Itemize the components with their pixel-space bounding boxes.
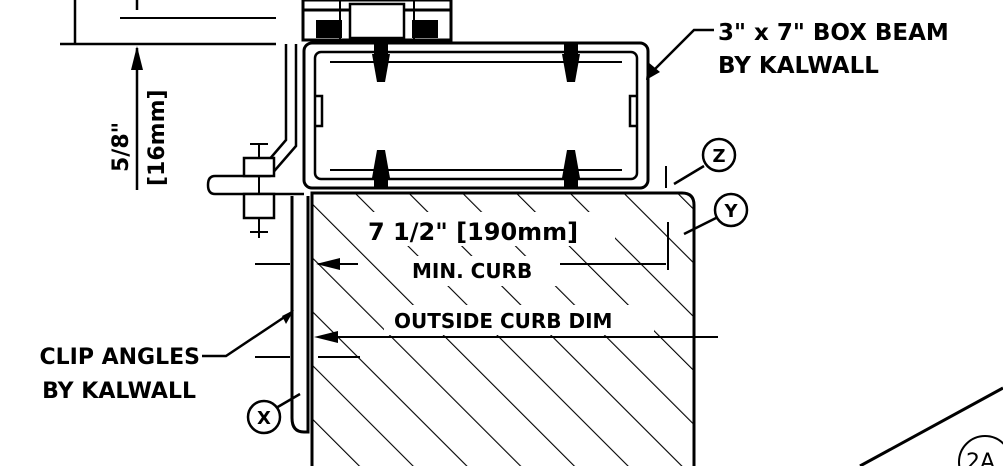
callout-2a: 2A (966, 450, 995, 466)
min-curb-dimension (255, 258, 666, 270)
dim-vertical-metric-label: [16mm] (145, 89, 170, 186)
bolt-assembly (242, 143, 276, 238)
clip-angle (290, 196, 310, 434)
callout-z-circle (701, 137, 737, 173)
clip-angles-label-1: CLIP ANGLES (39, 345, 200, 370)
callout-z: Z (712, 146, 725, 167)
attachment-plate (206, 44, 304, 196)
callout-x-circle (246, 399, 282, 435)
outside-curb-dimension (255, 331, 718, 358)
curb-outline (310, 191, 696, 466)
box-beam-label-1: 3" x 7" BOX BEAM (718, 20, 949, 46)
box-beam (302, 41, 650, 190)
dim-curb-width: 7 1/2" [190mm] (368, 218, 578, 246)
dim-vertical-label: 5/8" (109, 122, 134, 172)
callout-y: Y (723, 201, 738, 222)
outside-curb-dim-label: OUTSIDE CURB DIM (394, 309, 612, 333)
clip-angles-label-2: BY KALWALL (42, 379, 196, 404)
glazing-frame (301, 0, 453, 42)
callout-y-circle (713, 192, 749, 228)
box-beam-label-2: BY KALWALL (718, 53, 879, 79)
callout-x: X (257, 408, 271, 429)
callout-2a-circle (958, 435, 1003, 466)
top-dimension (60, 0, 276, 190)
min-curb-label: MIN. CURB (412, 259, 532, 283)
